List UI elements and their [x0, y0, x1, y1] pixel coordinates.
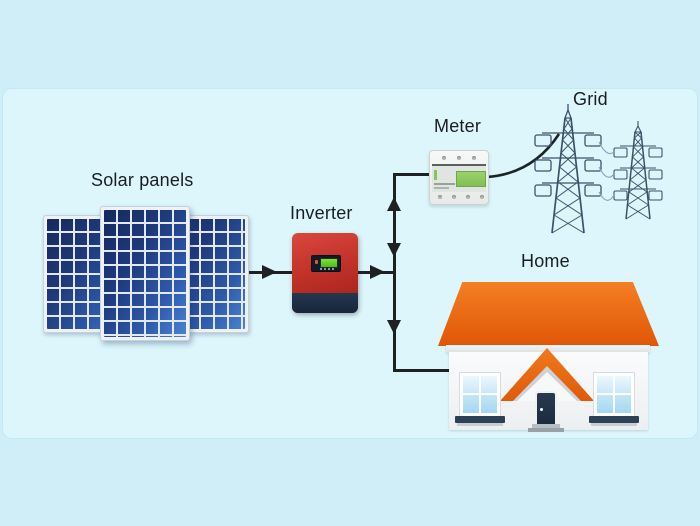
inverter-icon [292, 233, 358, 313]
house-fascia [446, 345, 650, 353]
connector-junction-to-meter [393, 173, 431, 176]
inverter-base [292, 293, 358, 313]
arrow-down-icon [387, 320, 401, 334]
meter-panel [432, 164, 486, 192]
screw-icon [452, 195, 456, 199]
door-icon [537, 393, 555, 424]
meter-led [434, 170, 437, 180]
grid-label: Grid [573, 89, 608, 109]
arrow-right-icon [370, 265, 385, 279]
smart-meter-icon [429, 150, 489, 205]
meter-label: Meter [434, 116, 482, 136]
meter-text-line [434, 183, 455, 185]
window-sill-shadow [457, 423, 503, 426]
arrow-right-icon [262, 265, 277, 279]
window-sill [589, 416, 639, 423]
connector-junction-to-home [393, 369, 451, 372]
screw-icon [457, 156, 461, 160]
connector-vertical-bus [393, 173, 396, 371]
screw-icon [466, 195, 470, 199]
inverter-led [315, 260, 318, 264]
meter-screen [456, 171, 486, 187]
door-step [528, 428, 564, 432]
solar-panel-icon [100, 206, 190, 341]
door-knob [540, 408, 543, 411]
screw-icon [442, 156, 446, 160]
window-icon [593, 372, 635, 417]
arrow-up-icon [387, 197, 401, 211]
window-glass [463, 376, 497, 413]
screw-icon [438, 195, 442, 199]
window-icon [459, 372, 501, 417]
arrow-down-icon [387, 243, 401, 257]
screw-icon [480, 195, 484, 199]
home-label: Home [521, 251, 570, 271]
window-sill-shadow [591, 423, 637, 426]
screw-icon [472, 156, 476, 160]
solar-panel-cells [104, 210, 186, 337]
window-sill [455, 416, 505, 423]
meter-text-line [434, 187, 449, 189]
inverter-screen [320, 258, 338, 268]
inverter-label: Inverter [290, 203, 353, 223]
inverter-display [311, 255, 341, 272]
door-step [532, 424, 560, 428]
inverter-buttons [320, 268, 334, 270]
window-glass [597, 376, 631, 413]
house-roof [438, 282, 659, 346]
solar-panels-label: Solar panels [91, 170, 194, 190]
